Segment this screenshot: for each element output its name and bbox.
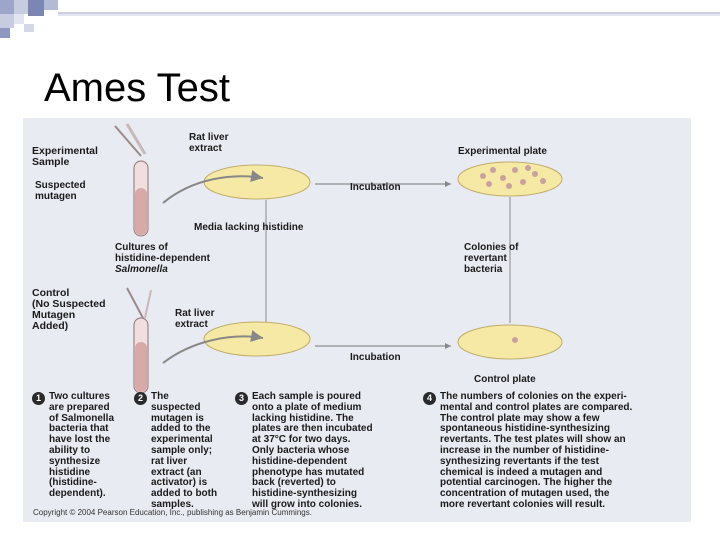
pipette-top [114,123,147,157]
step-1-badge: 1 [32,392,45,405]
control-plate-label: Control plate [474,374,536,385]
test-tube-experimental [133,160,149,237]
incubation-top-label: Incubation [350,182,401,193]
incubation-bottom-label: Incubation [350,352,401,363]
step-4-text: The numbers of colonies on the experi- m… [440,391,633,510]
step-2-badge: 2 [134,392,147,405]
experimental-plate-label: Experimental plate [458,146,547,157]
ames-test-figure: Experimental Sample Rat liver extract Su… [23,118,691,522]
step-3-text: Each sample is poured onto a plate of me… [252,391,373,510]
pipette-bottom [126,287,152,319]
cultures-label: Cultures of histidine-dependent [115,242,210,264]
copyright-text: Copyright © 2004 Pearson Education, Inc.… [33,508,312,517]
diagram-drawing [114,123,563,394]
dish-experimental-media [203,164,311,200]
step-1-text: Two cultures are prepared of Salmonella … [49,391,115,500]
control-label: Control (No Suspected Mutagen Added) [32,287,106,332]
rat-liver-extract-bottom-label: Rat liver extract [175,308,215,330]
experimental-sample-label: Experimental Sample [32,145,98,168]
step-4-badge: 4 [423,392,436,405]
media-lacking-histidine-label: Media lacking histidine [194,222,304,233]
rat-liver-extract-top-label: Rat liver extract [189,132,229,154]
slide-title: Ames Test [44,66,230,110]
step-3-badge: 3 [235,392,248,405]
suspected-mutagen-label: Suspected mutagen [35,180,86,202]
control-plate [457,324,563,360]
corner-decoration [0,0,720,38]
experimental-plate [457,161,563,197]
test-tube-control [133,317,149,394]
step-2-text: The suspected mutagen is added to the ex… [151,391,218,510]
colonies-label: Colonies of revertant bacteria [464,242,519,275]
salmonella-label: Salmonella [115,264,168,275]
